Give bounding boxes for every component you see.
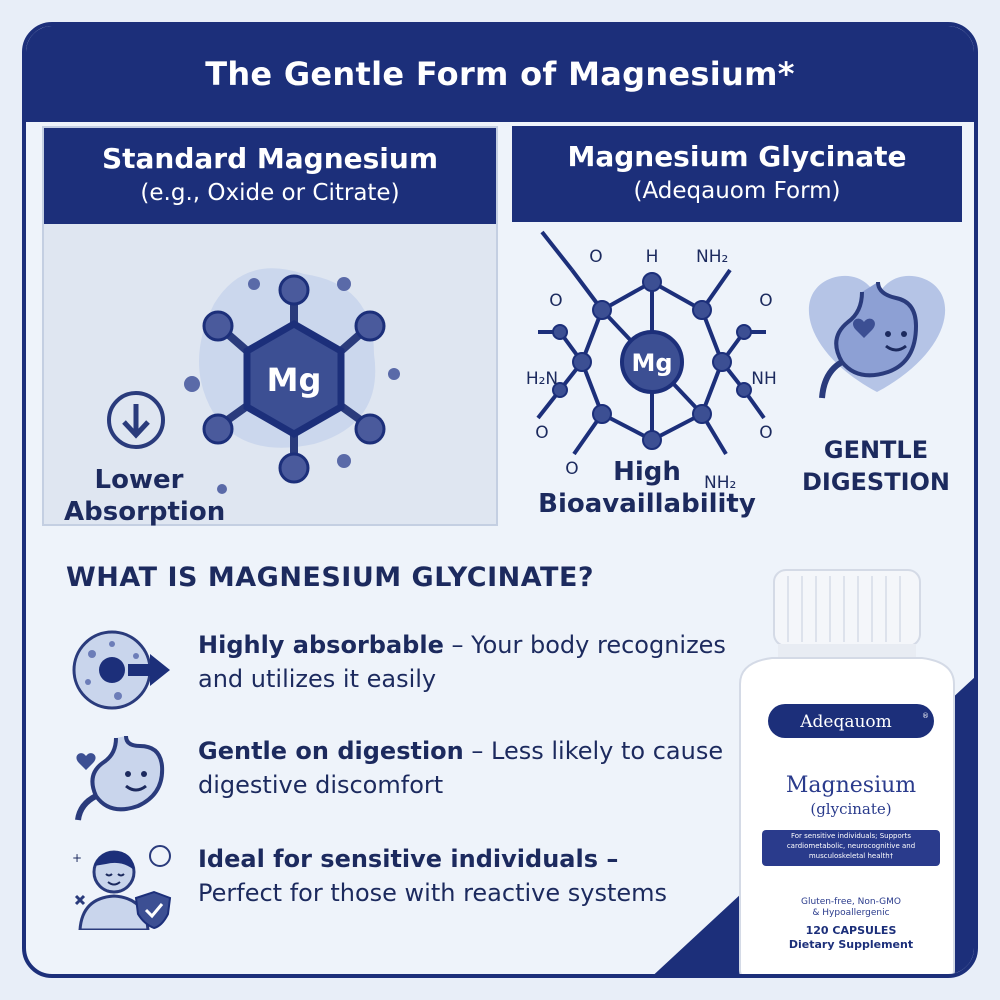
bottle-supplement-type: Dietary Supplement — [789, 938, 913, 951]
bottle-product-form: (glycinate) — [810, 800, 891, 818]
cell-absorption-icon — [72, 630, 170, 710]
o-label: O — [589, 247, 602, 267]
supplement-bottle-image: Adeqauom ® Magnesium (glycinate) For sen… — [739, 569, 955, 974]
gentle-digestion-label: GENTLE DIGESTION — [792, 434, 960, 498]
glycinate-heading: Magnesium Glycinate — [567, 140, 907, 173]
feature-row-absorbable: Highly absorbable – Your body recognizes… — [66, 626, 726, 716]
bioavailability-line2: Bioavaillability — [538, 489, 756, 519]
standard-magnesium-subheading: (e.g., Oxide or Citrate) — [140, 180, 400, 206]
nh2-bottom-label: NH₂ — [704, 473, 736, 493]
feature-dash: – — [597, 845, 619, 873]
feature-rest-sensitive: Perfect for those with reactive systems — [198, 879, 668, 907]
gentle-digestion-line1: GENTLE — [823, 436, 929, 464]
glycinate-header: Magnesium Glycinate (Adeqauom Form) — [512, 126, 962, 222]
feature-rest-absorbable: Your body recognizes and utilizes it eas… — [198, 631, 726, 693]
feature-dash: – — [463, 737, 492, 765]
bottle-free-from-line1: Gluten-free, Non-GMO — [801, 897, 901, 907]
person-shield-icon: + — [72, 845, 172, 930]
bioavailability-label: High Bioavaillability — [522, 456, 772, 520]
o-label: O — [549, 291, 562, 311]
gentle-digestion-line2: DIGESTION — [801, 468, 951, 496]
mg-atom-label: Mg — [267, 361, 322, 399]
o-label: O — [759, 291, 772, 311]
lower-absorption-line1: Lower — [94, 465, 184, 495]
glycinate-molecule-icon: Mg H NH₂ NH₂ H₂N NH O O O O O O — [526, 230, 946, 493]
bottle-claim: For sensitive individuals; Supports card… — [786, 832, 916, 860]
down-arrow-icon — [107, 391, 165, 449]
lower-absorption-line2: Absorption — [64, 497, 226, 527]
h-label: H — [646, 247, 659, 267]
bottle-capsule-count: 120 CAPSULES — [806, 924, 897, 937]
stomach-heart-icon — [808, 275, 946, 399]
svg-text:+: + — [72, 851, 82, 865]
feature-bold-absorbable: Highly absorbable — [198, 631, 444, 659]
feature-rest-digestion: Less likely to cause digestive discomfor… — [198, 737, 724, 799]
bottle-brand: Adeqauom — [799, 712, 892, 732]
feature-text-absorbable: Highly absorbable – Your body recognizes… — [198, 628, 738, 696]
standard-magnesium-molecule-icon: Mg — [107, 268, 400, 494]
standard-magnesium-panel: Standard Magnesium (e.g., Oxide or Citra… — [42, 126, 498, 528]
question-heading: WHAT IS MAGNESIUM GLYCINATE? — [66, 562, 595, 593]
feature-dash: – — [443, 631, 472, 659]
infographic-frame: The Gentle Form of Magnesium* Standard M… — [22, 22, 978, 978]
standard-magnesium-header: Standard Magnesium (e.g., Oxide or Citra… — [44, 128, 496, 224]
standard-magnesium-heading: Standard Magnesium — [101, 142, 438, 175]
bioavailability-line1: High — [613, 457, 681, 487]
o-label: O — [759, 423, 772, 443]
title-bar: The Gentle Form of Magnesium* — [26, 26, 974, 122]
bottle-claim-box: For sensitive individuals; Supports card… — [786, 832, 916, 860]
page-title: The Gentle Form of Magnesium* — [205, 55, 795, 93]
o-label: O — [535, 423, 548, 443]
lower-absorption-label: Lower Absorption — [64, 464, 226, 528]
feature-bold-digestion: Gentle on digestion — [198, 737, 464, 765]
feature-bold-sensitive: Ideal for sensitive individuals — [198, 845, 598, 873]
feature-text-digestion: Gentle on digestion – Less likely to cau… — [198, 734, 738, 802]
nh2-top-label: NH₂ — [696, 247, 728, 267]
feature-text-sensitive: Ideal for sensitive individuals – Perfect… — [198, 842, 738, 910]
bottle-free-from-line2: & Hypoallergenic — [812, 908, 889, 918]
glycinate-subheading: (Adeqauom Form) — [633, 178, 841, 204]
feature-row-digestion: Gentle on digestion – Less likely to cau… — [66, 732, 723, 822]
o-label: O — [565, 459, 578, 479]
bottle-product-name: Magnesium — [786, 773, 916, 798]
feature-row-sensitive: + Ideal for sensitive individuals – Perfe… — [66, 840, 706, 930]
nh-label: NH — [751, 369, 777, 389]
glycinate-panel: Magnesium Glycinate (Adeqauom Form) — [512, 126, 962, 526]
mg-atom-label: Mg — [631, 349, 672, 377]
registered-mark: ® — [922, 712, 929, 720]
happy-stomach-icon — [75, 735, 165, 821]
h2n-label: H₂N — [526, 369, 558, 389]
